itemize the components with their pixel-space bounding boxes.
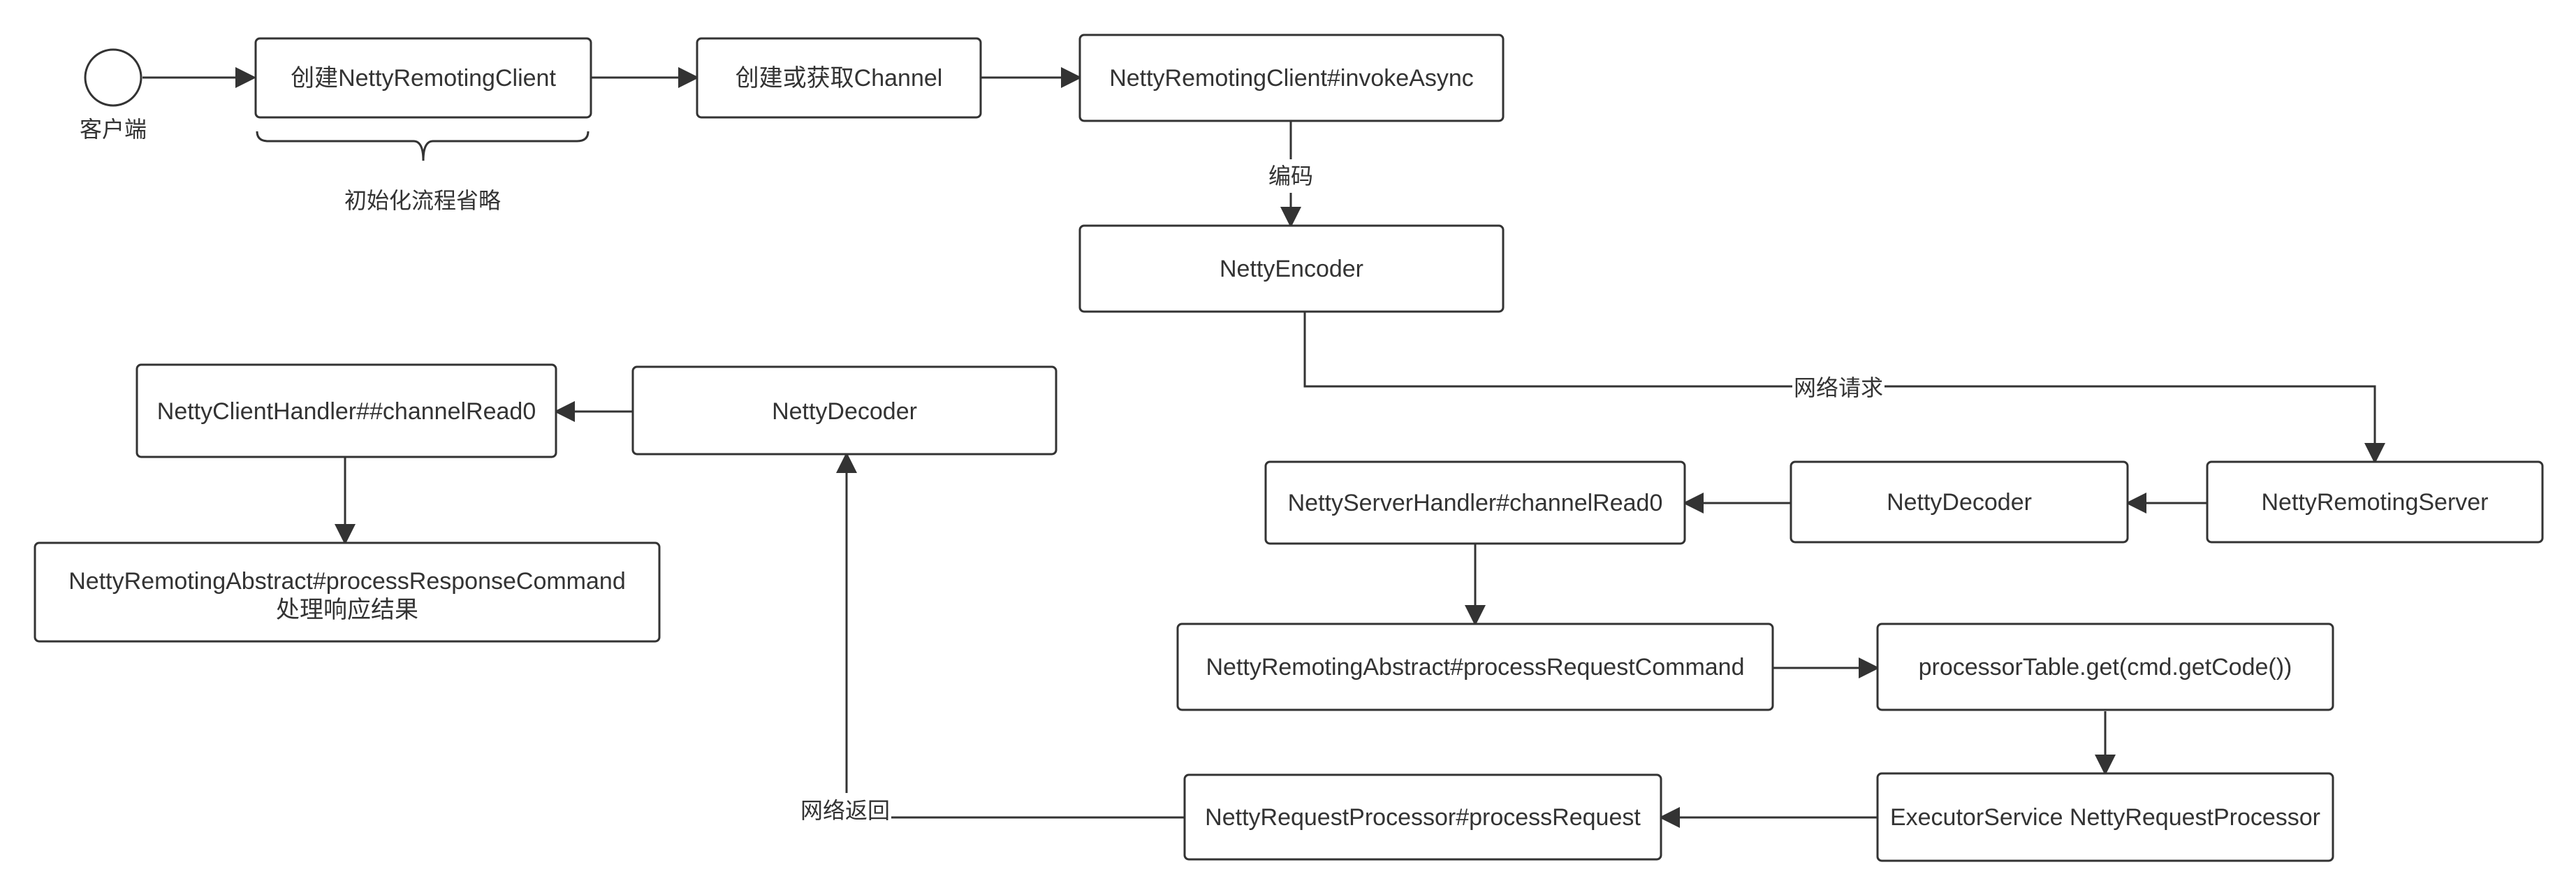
init-brace-label: 初始化流程省略 <box>344 188 501 213</box>
node-process-request: NettyRequestProcessor#processRequest <box>1183 773 1662 861</box>
node-processor-table-text: processorTable.get(cmd.getCode()) <box>1919 654 2292 681</box>
edge-label-network-request: 网络请求 <box>1794 375 1883 400</box>
start-node: 客户端 <box>80 48 147 142</box>
node-process-request-text: NettyRequestProcessor#processRequest <box>1205 804 1641 831</box>
node-executor-service: ExecutorService NettyRequestProcessor <box>1876 772 2334 862</box>
node-encoder: NettyEncoder <box>1078 224 1505 313</box>
node-get-channel-text: 创建或获取Channel <box>736 65 943 92</box>
edge-label-encode: 编码 <box>1268 163 1313 189</box>
node-server-decoder-text: NettyDecoder <box>1887 489 2032 516</box>
edges <box>142 67 2375 828</box>
edge-process-request-to-client-decoder <box>847 454 1185 819</box>
edge-encoder-to-remoting-server <box>1303 312 2375 462</box>
node-executor-service-text: ExecutorService NettyRequestProcessor <box>1890 804 2320 831</box>
node-process-response-text-line1: NettyRemotingAbstract#processResponseCom… <box>68 568 625 595</box>
node-processor-table: processorTable.get(cmd.getCode()) <box>1876 623 2334 711</box>
node-invoke-async: NettyRemotingClient#invokeAsync <box>1078 34 1505 122</box>
node-create-client: 创建NettyRemotingClient <box>254 37 592 119</box>
node-process-request-command-text: NettyRemotingAbstract#processRequestComm… <box>1206 654 1744 681</box>
node-get-channel: 创建或获取Channel <box>696 37 982 119</box>
node-process-request-command: NettyRemotingAbstract#processRequestComm… <box>1176 623 1774 711</box>
node-client-decoder-text: NettyDecoder <box>772 398 917 425</box>
node-process-response-text-line2: 处理响应结果 <box>276 597 418 623</box>
node-remoting-server: NettyRemotingServer <box>2206 460 2544 544</box>
start-circle <box>84 48 142 107</box>
brace-shape <box>256 131 590 161</box>
node-client-handler: NettyClientHandler##channelRead0 <box>136 363 557 458</box>
node-server-handler-text: NettyServerHandler#channelRead0 <box>1288 490 1663 516</box>
node-client-decoder: NettyDecoder <box>631 365 1058 456</box>
start-label: 客户端 <box>80 117 147 142</box>
node-process-response: NettyRemotingAbstract#processResponseCom… <box>34 541 661 643</box>
node-remoting-server-text: NettyRemotingServer <box>2261 489 2488 516</box>
node-client-handler-text: NettyClientHandler##channelRead0 <box>157 398 536 425</box>
node-encoder-text: NettyEncoder <box>1220 256 1363 282</box>
edge-label-encode-text: 编码 <box>1268 163 1313 189</box>
node-create-client-text: 创建NettyRemotingClient <box>291 65 556 92</box>
edge-label-network-return-text: 网络返回 <box>800 798 890 823</box>
node-server-decoder: NettyDecoder <box>1790 460 2129 544</box>
edge-label-network-return: 网络返回 <box>800 798 890 823</box>
node-server-handler: NettyServerHandler#channelRead0 <box>1264 460 1686 545</box>
init-brace: 初始化流程省略 <box>256 131 590 213</box>
node-invoke-async-text: NettyRemotingClient#invokeAsync <box>1109 65 1474 92</box>
edge-label-network-request-text: 网络请求 <box>1794 375 1883 400</box>
